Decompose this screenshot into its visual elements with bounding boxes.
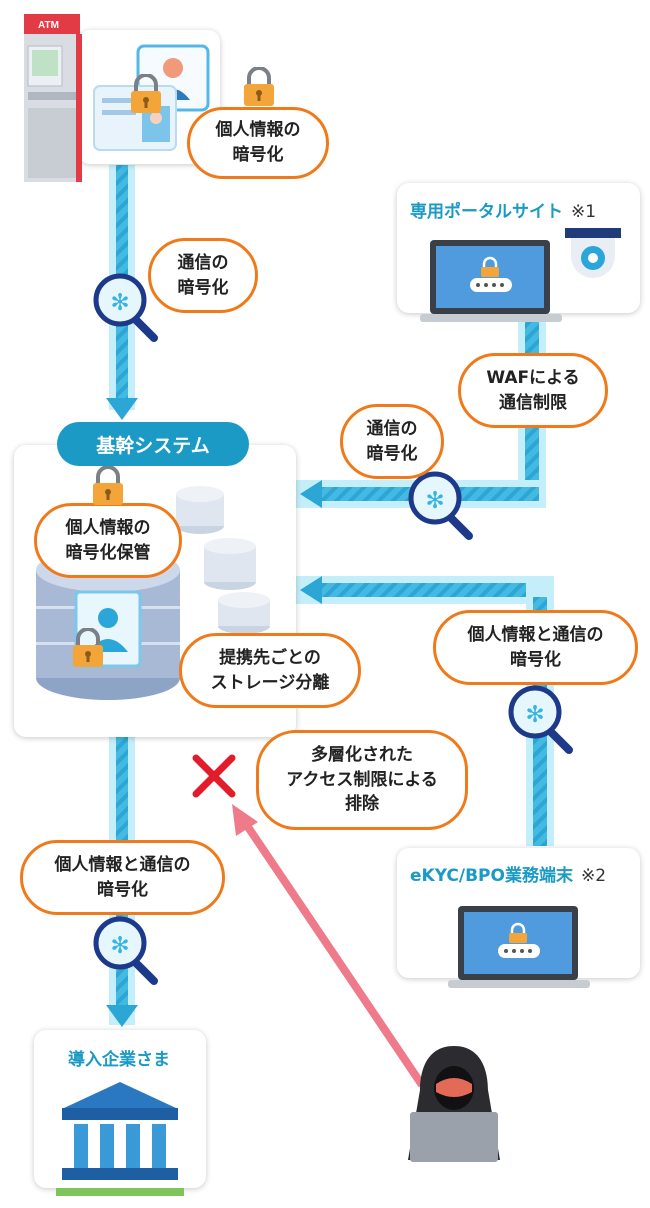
svg-text:✻: ✻ bbox=[112, 927, 129, 960]
portal-comm-pill: 通信の暗号化 bbox=[340, 404, 444, 479]
svg-text:✻: ✻ bbox=[527, 696, 544, 729]
access-pill: 多層化されたアクセス制限による排除 bbox=[256, 730, 468, 830]
magnifier-icon: ✻ bbox=[508, 685, 573, 754]
hub-title: 基幹システム bbox=[57, 422, 249, 466]
hub-store-pill: 個人情報の暗号化保管 bbox=[34, 503, 182, 578]
lock-icon bbox=[131, 74, 161, 113]
atm-icon: ATM bbox=[24, 14, 82, 182]
svg-text:✻: ✻ bbox=[112, 284, 129, 317]
magnifier-icon: ✻ bbox=[93, 916, 158, 985]
laptop-icon bbox=[420, 240, 562, 322]
lock-icon bbox=[244, 67, 274, 106]
atm-comm-pill: 通信の暗号化 bbox=[148, 238, 258, 313]
svg-text:✻: ✻ bbox=[427, 482, 444, 515]
bottom-comm-pill: 個人情報と通信の暗号化 bbox=[20, 840, 225, 915]
atm-encrypt-pill: 個人情報の暗号化 bbox=[187, 107, 329, 179]
portal-title: 専用ポータルサイト※1 bbox=[410, 202, 597, 222]
lock-icon bbox=[93, 466, 123, 505]
company-title: 導入企業さま bbox=[68, 1050, 170, 1070]
magnifier-icon: ✻ bbox=[408, 471, 473, 540]
ekyc-comm-pill: 個人情報と通信の暗号化 bbox=[433, 610, 638, 685]
hub-storage-pill: 提携先ごとのストレージ分離 bbox=[179, 633, 361, 708]
magnifier-icon: ✻ bbox=[93, 273, 158, 342]
security-camera-icon bbox=[565, 228, 621, 278]
database-icon bbox=[176, 486, 270, 634]
hacker-icon bbox=[408, 1046, 500, 1162]
bank-icon bbox=[56, 1082, 184, 1196]
atm-sign: ATM bbox=[38, 20, 59, 31]
lock-icon bbox=[73, 628, 103, 667]
waf-pill: WAFによる通信制限 bbox=[458, 353, 608, 428]
attack-arrow bbox=[232, 804, 426, 1088]
laptop-icon bbox=[448, 906, 590, 988]
x-mark-icon bbox=[192, 754, 236, 798]
ekyc-title: eKYC/BPO業務端末※2 bbox=[410, 866, 607, 886]
